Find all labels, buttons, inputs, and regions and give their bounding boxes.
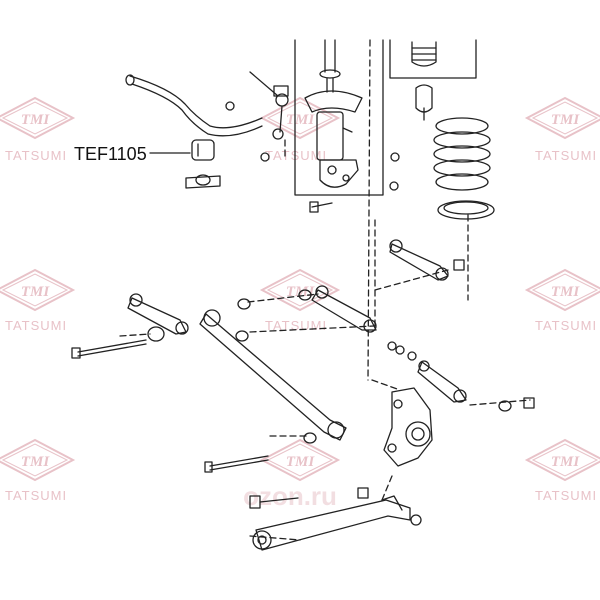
watermark-tatsumi: TATSUMI <box>265 148 327 163</box>
strut-frame <box>294 39 384 196</box>
toe-link <box>387 341 535 412</box>
watermark-tmi: TMI <box>21 284 51 300</box>
tmi-logo-icon <box>0 268 76 312</box>
tmi-logo-icon <box>524 438 600 482</box>
watermark-tmi: TMI <box>551 454 581 470</box>
watermark-tatsumi: TATSUMI <box>5 488 67 503</box>
lower-long-arm <box>199 309 347 444</box>
watermark-tmi: TMI <box>286 454 316 470</box>
watermark-tmi: TMI <box>551 284 581 300</box>
watermark-tatsumi: TATSUMI <box>535 318 597 333</box>
lower-bolt <box>204 455 269 473</box>
bumpstop-frame <box>389 39 477 79</box>
drawing-layer <box>71 39 535 551</box>
watermark-tatsumi: TATSUMI <box>535 488 597 503</box>
watermark-tatsumi: TATSUMI <box>5 148 67 163</box>
stabilizer-bar <box>125 74 263 137</box>
stabilizer-link <box>249 71 289 140</box>
trailing-arm-left <box>71 293 189 359</box>
tmi-logo-icon <box>0 438 76 482</box>
watermark-text-layer: TMI TMI TMI TMI TMI TMI TMI TMI TMI TATS… <box>5 112 597 511</box>
watermark-tmi: TMI <box>21 112 51 128</box>
watermark-tmi: TMI <box>551 112 581 128</box>
watermark-layer <box>0 96 600 482</box>
knuckle-hub <box>383 387 433 467</box>
bumpstop-assembly <box>411 41 437 121</box>
watermark-tmi: TMI <box>21 454 51 470</box>
bottom-control-arm <box>249 487 422 551</box>
watermark-tatsumi: TATSUMI <box>535 148 597 163</box>
stabilizer-bushing-icon <box>185 139 221 189</box>
tmi-logo-icon <box>259 438 341 482</box>
strut-assembly <box>304 39 363 188</box>
lateral-link-mid <box>237 285 377 333</box>
tmi-logo-icon <box>0 96 76 140</box>
fasteners-top <box>225 101 400 213</box>
tmi-logo-icon <box>259 268 341 312</box>
part-label: TEF1105 <box>74 144 147 164</box>
watermark-tatsumi: TATSUMI <box>5 318 67 333</box>
upper-control-arm <box>389 239 465 281</box>
watermark-tmi: TMI <box>286 112 316 128</box>
tmi-logo-icon <box>524 268 600 312</box>
tmi-logo-icon <box>524 96 600 140</box>
coil-spring <box>433 117 495 220</box>
tmi-logo-icon <box>259 96 341 140</box>
